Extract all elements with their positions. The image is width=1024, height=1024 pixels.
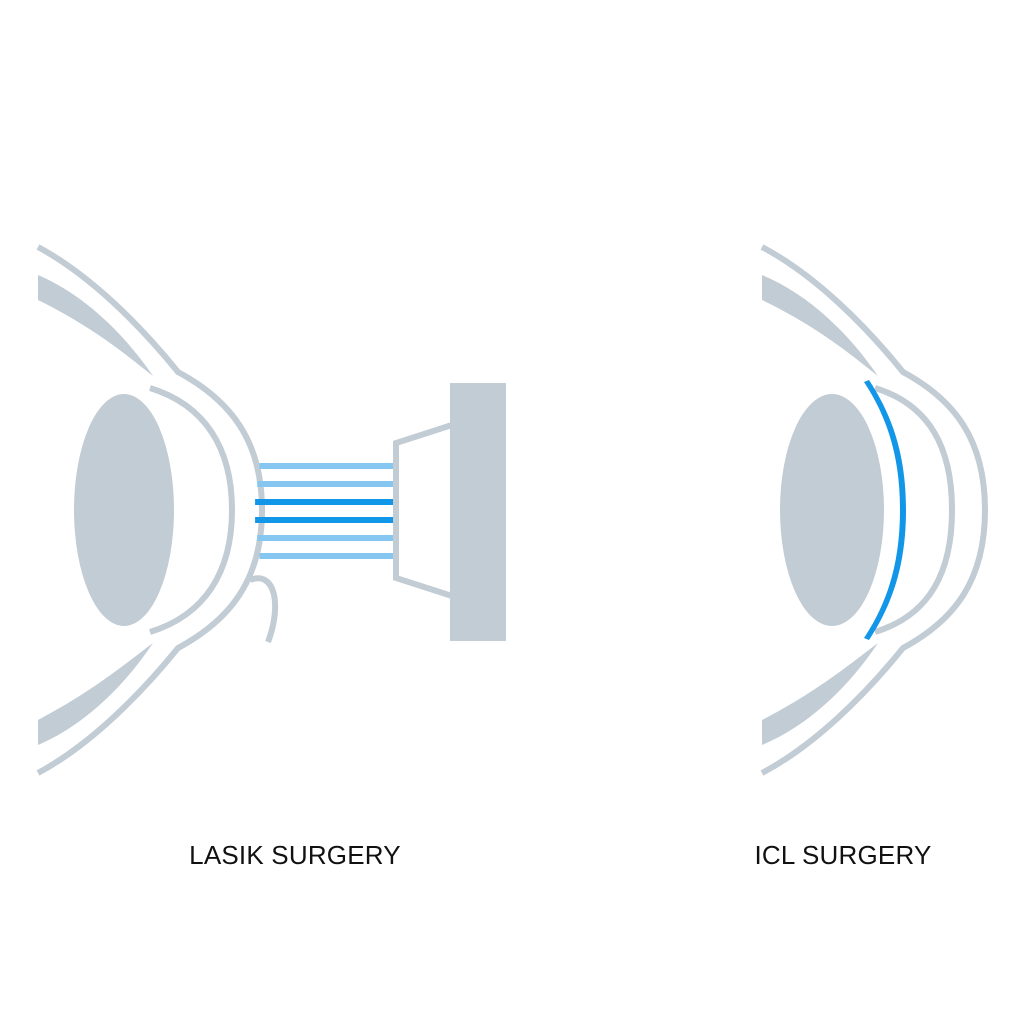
lasik-laser-beams <box>255 463 394 559</box>
lasik-caption: LASIK SURGERY <box>189 840 401 870</box>
icl-implant-lens <box>864 380 906 640</box>
lasik-eye <box>36 244 279 776</box>
lasik-laser-device <box>393 383 506 641</box>
icl-outer-sclera-line <box>760 244 989 776</box>
icl-crystalline-lens <box>780 394 884 626</box>
icl-eye <box>760 244 989 776</box>
icl-caption: ICL SURGERY <box>754 840 932 870</box>
lasik-corneal-flap <box>248 575 279 644</box>
lasik-cornea-line <box>149 385 236 635</box>
icl-panel <box>760 244 989 776</box>
lasik-panel <box>36 244 506 776</box>
laser-device-nozzle <box>393 422 453 599</box>
lasik-crystalline-lens <box>74 394 174 626</box>
icl-cornea-line <box>874 385 956 635</box>
lasik-outer-sclera-line <box>36 244 266 776</box>
laser-device-body <box>450 383 506 641</box>
